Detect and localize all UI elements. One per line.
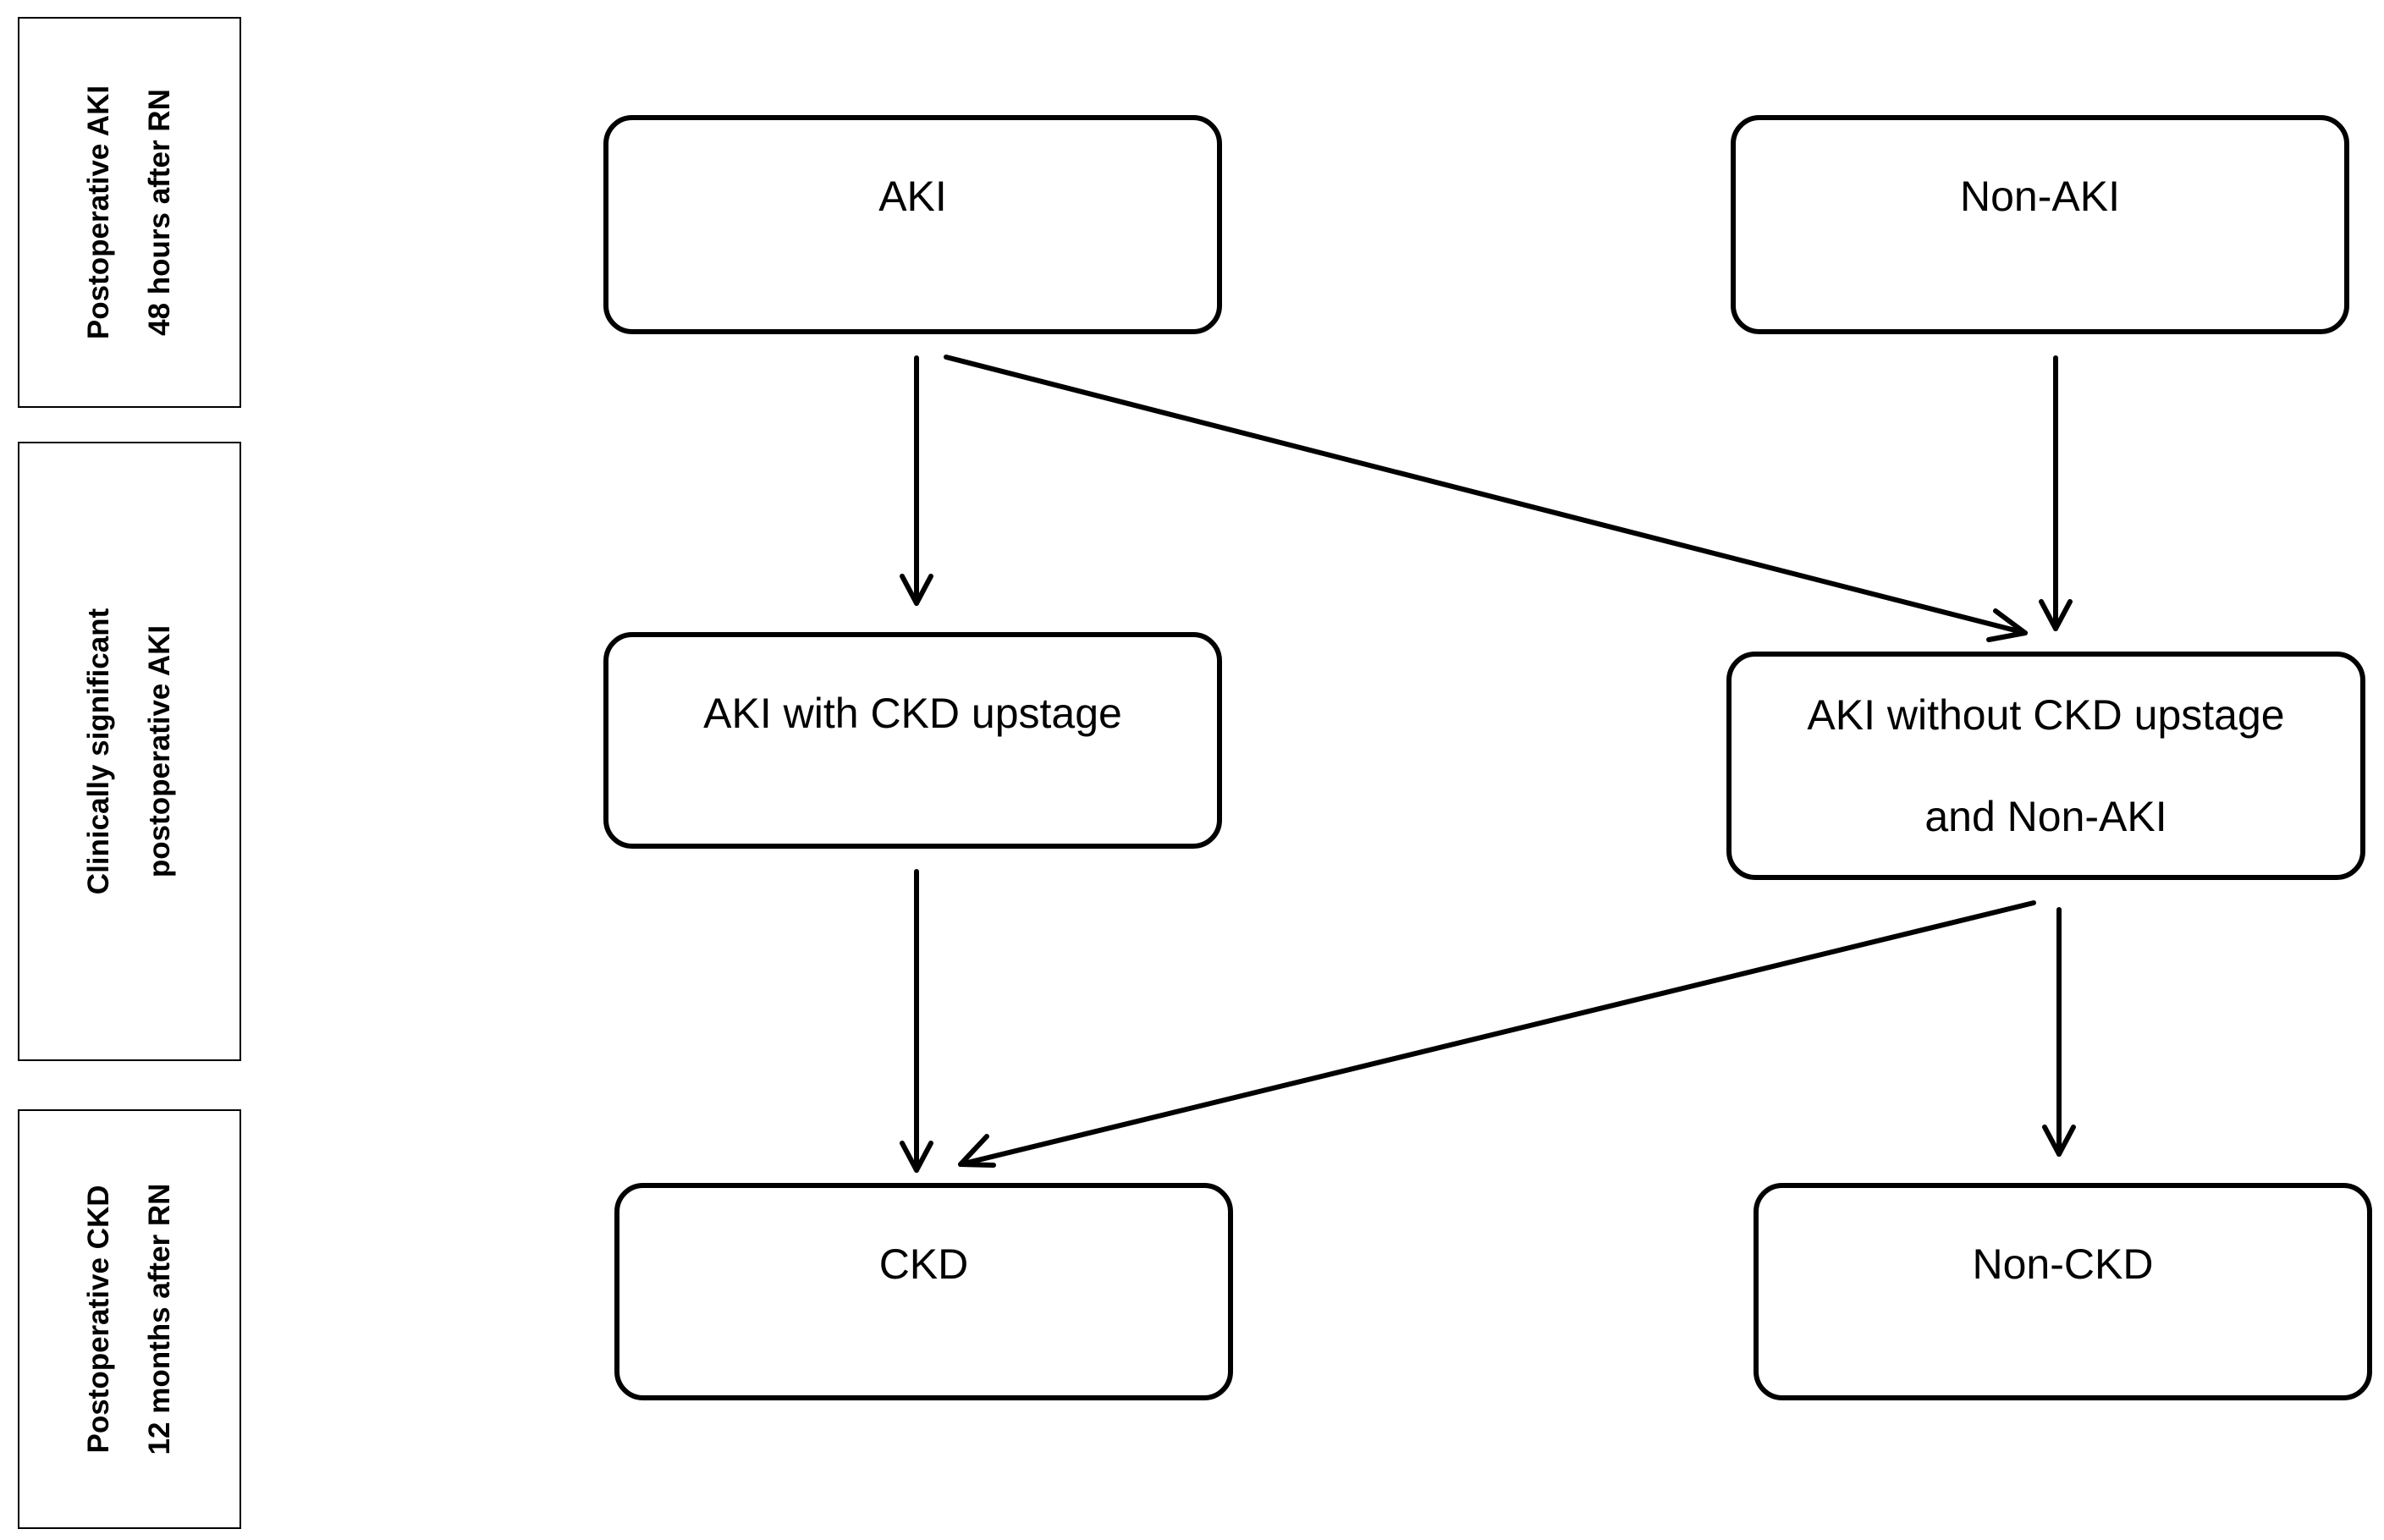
phase-box-clinically-significant: Clinically significant postoperative AKI	[18, 442, 241, 1061]
node-non-aki: Non-AKI	[1731, 115, 2349, 334]
arrow-aki-without-ckd-upstage-to-non-ckd	[2042, 907, 2076, 1157]
node-aki-with-ckd-upstage: AKI with CKD upstage	[603, 632, 1222, 849]
phase-box-aki-48h: Postoperative AKI 48 hours after RN	[18, 17, 241, 408]
arrow-aki-to-aki-with-ckd-upstage	[900, 355, 933, 606]
node-aki-label: AKI	[878, 173, 947, 220]
node-ckd-label: CKD	[878, 1240, 969, 1288]
node-aki: AKI	[603, 115, 1222, 334]
arrow-aki-without-ckd-upstage-to-ckd	[958, 900, 2036, 1168]
phase-box-ckd-12m: Postoperative CKD 12 months after RN	[18, 1109, 241, 1529]
node-non-ckd-label: Non-CKD	[1972, 1240, 2154, 1288]
arrow-aki-to-aki-without-ckd-upstage	[944, 355, 2028, 642]
arrow-non-aki-to-aki-without-ckd-upstage	[2039, 355, 2073, 631]
node-aki-without-ckd-upstage-label-line2: and Non-AKI	[1924, 793, 2167, 840]
node-aki-with-ckd-upstage-label: AKI with CKD upstage	[703, 690, 1122, 737]
node-ckd: CKD	[614, 1183, 1233, 1400]
node-aki-without-ckd-upstage-label-line1: AKI without CKD upstage	[1807, 691, 2285, 739]
node-non-aki-label: Non-AKI	[1960, 173, 2120, 220]
arrow-aki-with-ckd-upstage-to-ckd	[900, 869, 933, 1173]
node-non-ckd: Non-CKD	[1754, 1183, 2372, 1400]
node-aki-without-ckd-upstage: AKI without CKD upstage and Non-AKI	[1726, 652, 2365, 880]
